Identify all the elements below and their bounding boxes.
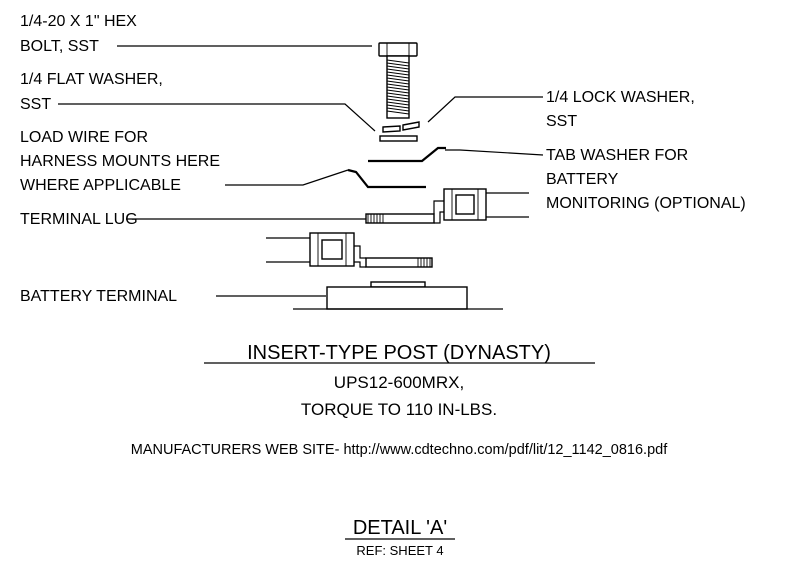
load-wire-label-line3: WHERE APPLICABLE xyxy=(20,177,181,194)
lower-terminal-lug xyxy=(266,232,433,268)
tab-washer-label-line3: MONITORING (OPTIONAL) xyxy=(546,195,746,212)
manufacturer-website: MANUFACTURERS WEB SITE- http://www.cdtec… xyxy=(131,442,668,458)
load-wire-label-line1: LOAD WIRE FOR xyxy=(20,129,148,146)
battery-terminal-label: BATTERY TERMINAL xyxy=(20,288,177,305)
tab-washer-label-line1: TAB WASHER FOR xyxy=(546,147,688,164)
upper-terminal-lug xyxy=(365,188,529,224)
bolt-label-line1: 1/4-20 X 1" HEX xyxy=(20,13,137,30)
lock-washer-label-line1: 1/4 LOCK WASHER, xyxy=(546,89,695,106)
tab-washer xyxy=(368,146,446,163)
flat-washer-label-line2: SST xyxy=(20,96,51,113)
bolt-label-line2: BOLT, SST xyxy=(20,38,99,55)
tab-washer-leader xyxy=(445,149,544,156)
caption-title: INSERT-TYPE POST (DYNASTY) xyxy=(247,342,551,364)
load-wire-plate xyxy=(347,168,426,189)
flat-washer-label-line1: 1/4 FLAT WASHER, xyxy=(20,71,163,88)
lock-washer xyxy=(382,121,420,133)
terminal-lug-label: TERMINAL LUG xyxy=(20,211,138,228)
load-wire-label-line2: HARNESS MOUNTS HERE xyxy=(20,153,220,170)
flat-washer xyxy=(379,135,418,142)
lock-washer-leader xyxy=(427,96,543,123)
caption-model: UPS12-600MRX, xyxy=(334,373,464,392)
flat-washer-leader xyxy=(58,103,376,132)
load-wire-leader xyxy=(225,169,349,186)
caption-torque: TORQUE TO 110 IN-LBS. xyxy=(301,400,497,419)
detail-title: DETAIL 'A' xyxy=(353,517,447,539)
detail-reference: REF: SHEET 4 xyxy=(356,543,443,558)
hex-bolt xyxy=(378,42,418,119)
battery-terminal-post xyxy=(293,281,503,310)
tab-washer-label-line2: BATTERY xyxy=(546,171,619,188)
lock-washer-label-line2: SST xyxy=(546,113,577,130)
